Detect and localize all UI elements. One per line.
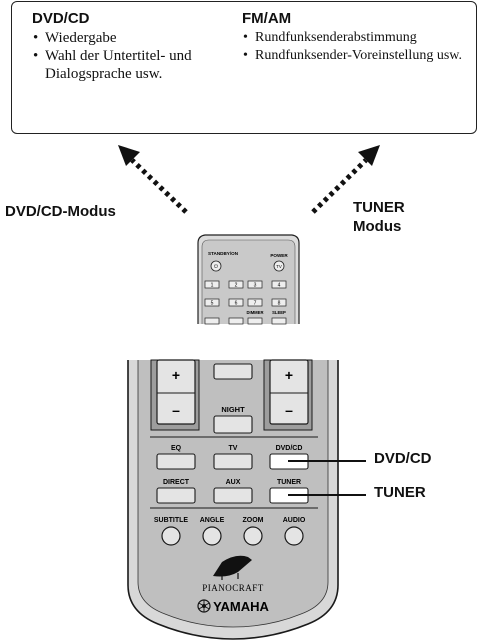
volume-down-left-label: – [172, 402, 180, 418]
tuner-mode-label-line1: TUNER [353, 199, 405, 216]
small-remote: STANDBY/ON ⏻ POWER TV 1 2 3 4 5 6 7 8 DIMMER S… [197, 234, 300, 325]
number-key-4[interactable] [271, 280, 287, 289]
number-key-label: 3 [254, 283, 257, 289]
fmam-mode-column: FM/AM Rundfunksenderabstimmung Rundfunks… [242, 10, 474, 65]
key-button[interactable] [228, 317, 244, 325]
angle-button[interactable] [202, 526, 222, 546]
aux-button[interactable] [213, 487, 253, 504]
power-label: POWER [270, 253, 288, 258]
standby-button[interactable] [210, 260, 222, 272]
pianocraft-logo: PIANOCRAFT [202, 583, 264, 593]
dvdcd-mode-column: DVD/CD Wiedergabe Wahl der Untertitel- u… [32, 10, 232, 83]
mode-description-panel: DVD/CD Wiedergabe Wahl der Untertitel- u… [11, 1, 477, 134]
tv-power-button[interactable] [273, 260, 285, 272]
list-item: Wiedergabe [32, 29, 232, 47]
key-button[interactable] [204, 317, 220, 325]
number-key-label: 8 [278, 301, 281, 307]
number-key-label: 1 [211, 283, 214, 289]
standby-label: STANDBY/ON [208, 251, 239, 256]
audio-button[interactable] [284, 526, 304, 546]
list-item: Wahl der Untertitel- und Dialogsprache u… [32, 47, 232, 83]
number-key-2[interactable] [228, 280, 244, 289]
eq-label: EQ [171, 445, 182, 452]
number-key-1[interactable] [204, 280, 220, 289]
volume-up-right-label: + [285, 367, 293, 383]
sleep-label: SLEEP [272, 310, 286, 315]
number-key-label: 2 [235, 283, 238, 289]
direct-button[interactable] [156, 487, 196, 504]
number-key-label: 5 [211, 301, 214, 307]
night-label: NIGHT [221, 405, 245, 414]
tv-button[interactable] [213, 453, 253, 470]
fmam-feature-list: Rundfunksenderabstimmung Rundfunksender-… [242, 29, 474, 65]
tuner-button-label: TUNER [277, 479, 301, 486]
list-item: Rundfunksenderabstimmung [242, 29, 474, 47]
sleep-button[interactable] [271, 317, 287, 325]
number-key-6[interactable] [228, 298, 244, 307]
eq-button[interactable] [156, 453, 196, 470]
number-key-5[interactable] [204, 298, 220, 307]
dimmer-button[interactable] [247, 317, 263, 325]
tuner-mode-arrow [311, 145, 380, 214]
fmam-heading: FM/AM [242, 10, 292, 27]
yamaha-logo: YAMAHA [213, 599, 269, 614]
subtitle-button[interactable] [161, 526, 181, 546]
dvdcd-callout-label: DVD/CD [374, 450, 432, 467]
dvdcd-mode-arrow [118, 145, 188, 214]
number-key-3[interactable] [247, 280, 263, 289]
zoom-label: ZOOM [243, 517, 264, 524]
subtitle-label: SUBTITLE [154, 517, 189, 524]
audio-label: AUDIO [283, 517, 306, 524]
number-key-label: 6 [235, 301, 238, 307]
dvdcd-mode-label: DVD/CD-Modus [5, 203, 116, 220]
tuner-mode-label: TUNER Modus [353, 198, 405, 236]
dimmer-label: DIMMER [247, 310, 264, 315]
list-item: Rundfunksender-Voreinstellung usw. [242, 47, 474, 65]
standby-icon: ⏻ [214, 264, 218, 270]
volume-up-left-label: + [172, 367, 180, 383]
tv-label: TV [229, 445, 238, 452]
night-button[interactable] [213, 415, 253, 434]
zoom-button[interactable] [243, 526, 263, 546]
grand-piano-icon [213, 555, 252, 580]
tv-power-label: TV [276, 264, 282, 269]
number-key-7[interactable] [247, 298, 263, 307]
tuner-callout-label: TUNER [374, 484, 426, 501]
tuner-mode-label-line2: Modus [353, 218, 402, 235]
yamaha-emblem-icon [197, 599, 211, 613]
direct-label: DIRECT [163, 479, 190, 486]
volume-down-right-label: – [285, 402, 293, 418]
angle-label: ANGLE [200, 517, 225, 524]
volume-left-rocker[interactable]: + – [150, 359, 200, 431]
number-key-label: 4 [278, 283, 281, 289]
number-key-8[interactable] [271, 298, 287, 307]
dvdcd-feature-list: Wiedergabe Wahl der Untertitel- und Dial… [32, 29, 232, 83]
large-remote: + – + – NIGHT EQ TV DVD/CD DIRECT AUX TU… [127, 359, 339, 640]
dvdcd-button-label: DVD/CD [276, 445, 303, 452]
dvdcd-heading: DVD/CD [32, 10, 90, 27]
aux-label: AUX [226, 479, 241, 486]
number-key-label: 7 [254, 301, 257, 307]
center-top-button[interactable] [213, 363, 253, 380]
volume-right-rocker[interactable]: + – [263, 359, 313, 431]
